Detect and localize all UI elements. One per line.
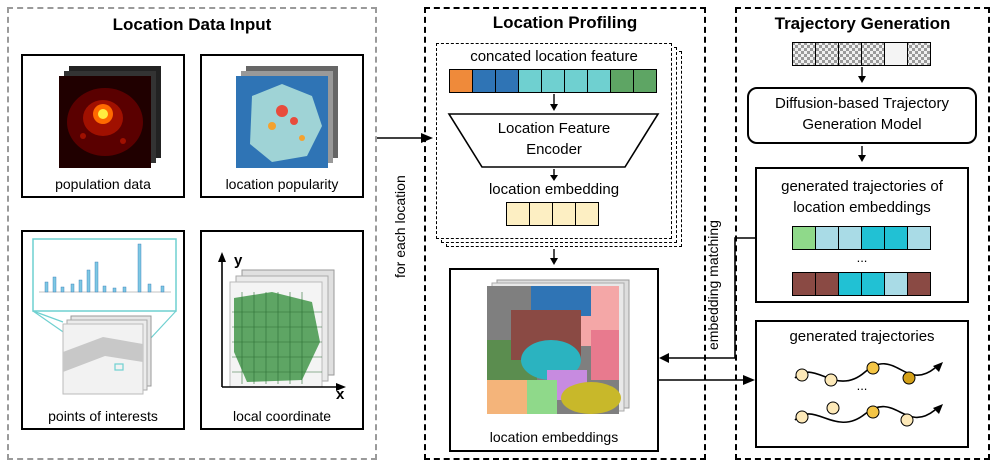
trajectory-generation-panel <box>735 7 990 460</box>
points-of-interests-box <box>21 230 185 430</box>
location-profiling-panel <box>424 7 706 460</box>
gen-row2-cell-6 <box>907 272 931 296</box>
profiling-to-embeddings-arrow <box>550 249 558 265</box>
axis-y-label: y <box>234 252 243 269</box>
location-embeddings-box <box>449 268 659 452</box>
feature-cell-3 <box>495 69 519 93</box>
trajectory1-point1 <box>795 368 809 382</box>
generated-embedding-row-1 <box>792 226 931 250</box>
gen-row1-cell-1 <box>792 226 816 250</box>
embeddings-to-trajectories-arrow <box>659 375 755 385</box>
profiling-panel-title: Location Profiling <box>492 13 638 32</box>
generated-emb-line2: location embeddings <box>793 199 931 216</box>
trajectory1-point2 <box>824 373 838 387</box>
location-feature-encoder <box>447 113 660 168</box>
generated-trajectories-ellipsis: ... <box>856 378 868 393</box>
feature-cell-6 <box>564 69 588 93</box>
generated-emb-line1: generated trajectories of <box>781 178 943 195</box>
for-each-location-label: for each location <box>392 175 408 278</box>
gen-row1-cell-4 <box>861 226 885 250</box>
location-data-input-panel <box>7 7 377 460</box>
generated-trajectories-box <box>755 320 969 448</box>
feature-cell-9 <box>633 69 657 93</box>
feature-to-encoder-arrow <box>550 94 558 111</box>
input-panel-title: Location Data Input <box>112 15 272 34</box>
encoder-label-line1: Location Feature <box>497 120 611 137</box>
feature-cell-5 <box>541 69 565 93</box>
trajectory1-point3 <box>866 361 880 375</box>
local-coordinate-box: y x <box>200 230 364 430</box>
trajectory1-point4 <box>902 371 916 385</box>
feature-cell-4 <box>518 69 542 93</box>
population-caption: population data <box>55 176 151 192</box>
embeddings-map <box>487 279 630 414</box>
location-embedding-vector <box>506 202 599 226</box>
trajectory2-point2 <box>826 401 840 415</box>
gen-row1-cell-2 <box>815 226 839 250</box>
location-embedding-label: location embedding <box>488 181 620 198</box>
gen-row2-cell-1 <box>792 272 816 296</box>
popularity-caption: location popularity <box>225 176 339 192</box>
location-popularity-box <box>200 54 364 198</box>
gen-row1-cell-3 <box>838 226 862 250</box>
embedding-matching-label: embedding matching <box>705 220 721 350</box>
population-data-box <box>21 54 185 198</box>
poi-caption: points of interests <box>48 408 158 424</box>
gen-row2-cell-4 <box>861 272 885 296</box>
feature-cell-8 <box>610 69 634 93</box>
diffusion-model-box <box>747 87 977 144</box>
trajectory2-point4 <box>900 413 914 427</box>
gen-row2-cell-3 <box>838 272 862 296</box>
generation-panel-title: Trajectory Generation <box>774 14 951 33</box>
gen-row2-cell-2 <box>815 272 839 296</box>
gen-row1-cell-5 <box>884 226 908 250</box>
axis-x-label: x <box>336 386 345 403</box>
encoder-to-embedding-arrow <box>550 169 558 181</box>
generated-embedding-row-2 <box>792 272 931 296</box>
encoder-label-line2: Encoder <box>526 141 582 158</box>
trajectory2-point1 <box>795 410 809 424</box>
concated-feature-vector <box>449 69 657 93</box>
noise-to-model-arrow <box>858 67 866 83</box>
noise-vector <box>792 42 931 66</box>
model-label-line1: Diffusion-based Trajectory <box>775 95 949 112</box>
population-heatmap <box>59 66 161 168</box>
popularity-map <box>236 66 338 168</box>
poi-illustration <box>32 238 177 395</box>
feature-cell-2 <box>472 69 496 93</box>
concated-feature-label: concated location feature <box>470 48 638 65</box>
gen-row2-cell-5 <box>884 272 908 296</box>
model-to-output-arrow <box>858 146 866 162</box>
trajectory-curves <box>794 361 943 427</box>
gen-row1-cell-6 <box>907 226 931 250</box>
generated-trajectories-label: generated trajectories <box>789 328 935 345</box>
coordinate-caption: local coordinate <box>232 408 332 424</box>
location-embeddings-caption: location embeddings <box>489 429 619 445</box>
trajectory2-point3 <box>866 405 880 419</box>
model-label-line2: Generation Model <box>802 116 922 133</box>
generated-emb-ellipsis: ... <box>856 250 868 265</box>
coordinate-grid-map <box>218 252 346 391</box>
feature-cell-7 <box>587 69 611 93</box>
feature-cell-1 <box>449 69 473 93</box>
